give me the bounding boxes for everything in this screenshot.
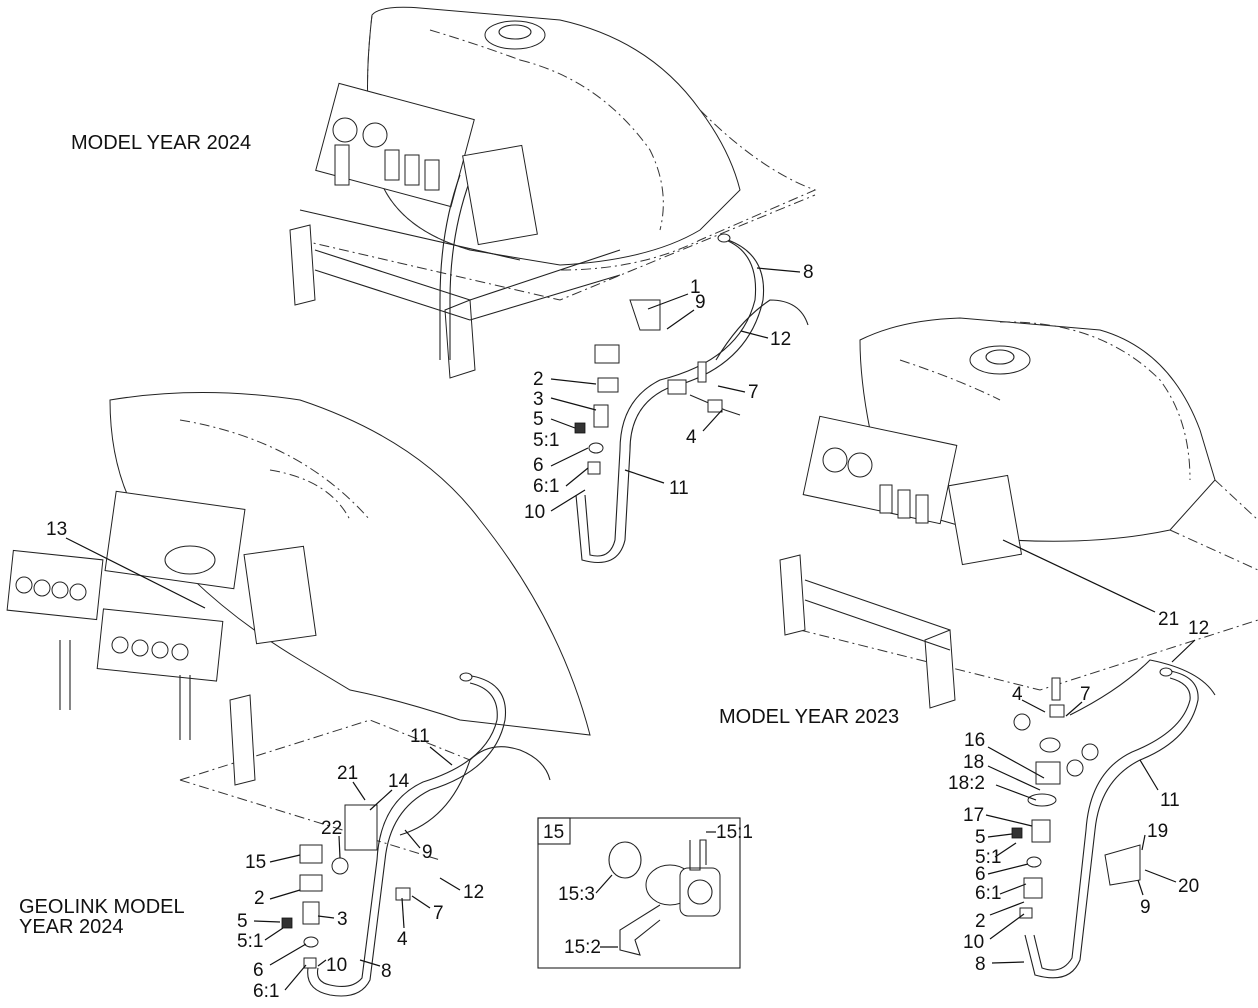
callout-2023-17: 17 xyxy=(963,805,984,826)
callout-geo-21: 21 xyxy=(337,763,358,784)
sprayer-tank-2023-icon xyxy=(779,317,1258,709)
callout-2023-20: 20 xyxy=(1178,876,1199,897)
callout-2023-5-1: 5:1 xyxy=(975,847,1001,868)
callout-geo-14: 14 xyxy=(388,771,410,792)
callout-inset-15-2: 15:2 xyxy=(564,937,601,958)
callouts-2024: 8 1 9 12 2 7 3 5 5:1 4 6 6:1 11 10 xyxy=(524,262,814,523)
callout-2023-21: 21 xyxy=(1158,609,1179,630)
sprayer-tank-geolink-icon xyxy=(6,392,591,861)
callout-2023-6-1: 6:1 xyxy=(975,883,1001,904)
callout-2023-9: 9 xyxy=(1140,897,1151,918)
callout-2024-9: 9 xyxy=(695,292,706,313)
callout-2023-12: 12 xyxy=(1188,618,1209,639)
callout-2024-8: 8 xyxy=(803,262,814,283)
callout-inset-15-3: 15:3 xyxy=(558,884,595,905)
callout-2023-18: 18 xyxy=(963,752,984,773)
callout-2024-4: 4 xyxy=(686,427,697,448)
callout-2024-3: 3 xyxy=(533,389,544,410)
callout-2023-6: 6 xyxy=(975,864,986,885)
callout-2024-5: 5 xyxy=(533,409,544,430)
hose-assembly-2023-icon xyxy=(1011,659,1216,979)
callout-2023-8: 8 xyxy=(975,954,986,975)
callout-geo-10: 10 xyxy=(326,955,347,976)
callout-2023-16: 16 xyxy=(964,730,985,751)
inset-label: 15 xyxy=(543,822,564,843)
callout-2024-2: 2 xyxy=(533,369,544,390)
callout-2024-10: 10 xyxy=(524,502,545,523)
title-geolink-line1: GEOLINK MODEL xyxy=(19,896,185,918)
valve-manifold-2023-icon xyxy=(802,415,1023,566)
callout-2024-6-1: 6:1 xyxy=(533,476,559,497)
callout-geo-13: 13 xyxy=(46,519,67,540)
callout-2023-10: 10 xyxy=(963,932,984,953)
callout-2024-11: 11 xyxy=(669,478,689,499)
callout-2023-5: 5 xyxy=(975,827,986,848)
callout-2024-1: 1 xyxy=(690,277,701,298)
callout-geo-15: 15 xyxy=(245,852,266,873)
callouts-geolink: 13 11 21 14 22 9 15 2 12 7 5 3 5:1 4 6 1… xyxy=(46,519,484,1002)
callout-2023-4: 4 xyxy=(1012,684,1023,705)
valve-manifold-2024-icon xyxy=(315,82,538,360)
callout-geo-22: 22 xyxy=(321,818,342,839)
title-model-year-2023: MODEL YEAR 2023 xyxy=(719,706,899,728)
callout-geo-8: 8 xyxy=(381,961,392,982)
callout-geo-5: 5 xyxy=(237,911,248,932)
callout-geo-6: 6 xyxy=(253,960,264,981)
valve-manifold-geolink-icon xyxy=(6,490,317,786)
sprayer-tank-2024-icon xyxy=(289,6,817,379)
callout-geo-6-1: 6:1 xyxy=(253,981,279,1002)
callout-geo-4: 4 xyxy=(397,929,408,950)
callouts-inset: 15:1 15:2 15:3 xyxy=(558,822,753,958)
callouts-2023: 21 12 4 7 16 18 18:2 11 17 5 5:1 19 6 20… xyxy=(948,539,1209,975)
callout-2023-7: 7 xyxy=(1080,684,1091,705)
callout-geo-2: 2 xyxy=(254,888,265,909)
callout-2023-11: 11 xyxy=(1160,790,1180,811)
callout-geo-5-1: 5:1 xyxy=(237,931,263,952)
callout-2023-2: 2 xyxy=(975,911,986,932)
inset-15: 15 xyxy=(537,817,741,969)
hose-assembly-geolink-icon xyxy=(281,672,551,997)
callout-2024-7: 7 xyxy=(748,382,759,403)
title-geolink-line2: YEAR 2024 xyxy=(19,916,124,938)
callout-geo-12: 12 xyxy=(463,882,484,903)
callout-2024-6: 6 xyxy=(533,455,544,476)
callout-geo-3: 3 xyxy=(337,909,348,930)
callout-2024-5-1: 5:1 xyxy=(533,430,559,451)
callout-2023-18-2: 18:2 xyxy=(948,773,985,794)
callout-geo-11: 11 xyxy=(410,726,430,747)
callout-2023-19: 19 xyxy=(1147,821,1168,842)
title-model-year-2024: MODEL YEAR 2024 xyxy=(71,132,251,154)
callout-2024-12: 12 xyxy=(770,329,791,350)
callout-inset-15-1: 15:1 xyxy=(716,822,753,843)
coupler-valve-icon xyxy=(608,839,721,956)
callout-geo-7: 7 xyxy=(433,903,444,924)
callout-geo-9: 9 xyxy=(422,842,433,863)
